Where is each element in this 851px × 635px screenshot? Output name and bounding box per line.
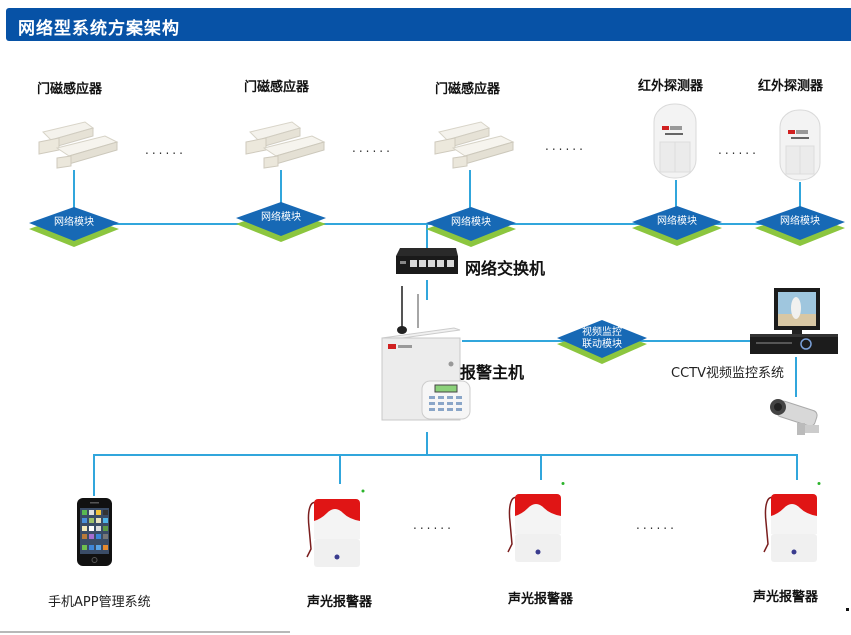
network-switch-icon	[396, 248, 458, 274]
door-magnetic-sensor-icon	[434, 121, 515, 169]
strobe-siren-icon	[306, 489, 365, 567]
corner-marker	[846, 608, 849, 611]
network-module-label: 网络模块	[657, 216, 697, 227]
phone-drop	[93, 454, 95, 496]
sensor-label: 红外探测器	[638, 79, 704, 94]
output-label: 手机APP管理系统	[48, 595, 151, 610]
sensor-label: 红外探测器	[758, 79, 824, 94]
title-bar: 网络型系统方案架构	[6, 8, 851, 41]
ellipsis: ......	[145, 143, 186, 157]
sensor-4-drop	[675, 180, 677, 210]
siren-1-drop	[339, 454, 341, 484]
sensor-5-drop	[799, 182, 801, 210]
output-label: 声光报警器	[307, 595, 373, 610]
sensor-2-drop	[280, 170, 282, 210]
network-module-label: 网络模块	[54, 217, 94, 228]
door-magnetic-sensor-icon	[38, 121, 119, 169]
network-module: 网络模块	[236, 200, 326, 248]
network-module: 网络模块	[29, 205, 119, 253]
network-module-label: 网络模块	[261, 212, 301, 223]
output-label: 声光报警器	[753, 590, 819, 605]
page-title: 网络型系统方案架构	[18, 19, 180, 39]
alarm-host-label: 报警主机	[460, 363, 525, 382]
video-linkage-module: 视频监控 联动模块	[557, 320, 647, 368]
sensor-1-drop	[73, 170, 75, 210]
siren-2-drop	[540, 454, 542, 480]
sensor-label: 门磁感应器	[37, 82, 103, 97]
diamond-shape-icon	[755, 206, 845, 246]
mobile-phone-icon	[77, 498, 112, 566]
network-module: 网络模块	[426, 205, 516, 253]
strobe-siren-icon	[763, 482, 821, 562]
video-module-label-line2: 联动模块	[582, 339, 622, 350]
ellipsis: ......	[545, 139, 586, 153]
bus-to-switch	[426, 225, 428, 250]
output-label: 声光报警器	[508, 592, 574, 607]
bottom-divider	[0, 631, 290, 633]
network-module-label: 网络模块	[780, 216, 820, 227]
strobe-siren-icon	[507, 482, 565, 562]
diamond-shape-icon	[29, 207, 119, 247]
switch-label: 网络交换机	[465, 259, 546, 278]
sensor-label: 门磁感应器	[244, 80, 310, 95]
keypad-icon	[421, 380, 471, 420]
diamond-shape-icon	[426, 207, 516, 247]
nvr-to-camera	[795, 357, 797, 397]
cctv-label: CCTV视频监控系统	[671, 366, 784, 381]
door-magnetic-sensor-icon	[245, 121, 326, 169]
switch-to-host	[426, 280, 428, 300]
siren-3-drop	[796, 454, 798, 480]
network-module: 网络模块	[755, 204, 845, 252]
infrared-detector-icon	[653, 103, 697, 179]
diamond-shape-icon	[557, 320, 647, 364]
host-to-output-bus	[426, 432, 428, 455]
sensor-label: 门磁感应器	[435, 82, 501, 97]
sensor-3-drop	[469, 170, 471, 210]
ellipsis: ......	[413, 518, 454, 532]
cctv-camera-icon	[770, 399, 819, 435]
infrared-detector-icon	[779, 109, 821, 181]
network-module-label: 网络模块	[451, 217, 491, 228]
cctv-monitor-nvr-icon	[750, 288, 838, 354]
network-module: 网络模块	[632, 204, 722, 252]
ellipsis: ......	[352, 141, 393, 155]
ellipsis: ......	[718, 143, 759, 157]
output-bus-line	[93, 454, 798, 456]
diamond-shape-icon	[632, 206, 722, 246]
diamond-shape-icon	[236, 202, 326, 242]
video-module-label-line1: 视频监控	[582, 327, 622, 338]
ellipsis: ......	[636, 518, 677, 532]
